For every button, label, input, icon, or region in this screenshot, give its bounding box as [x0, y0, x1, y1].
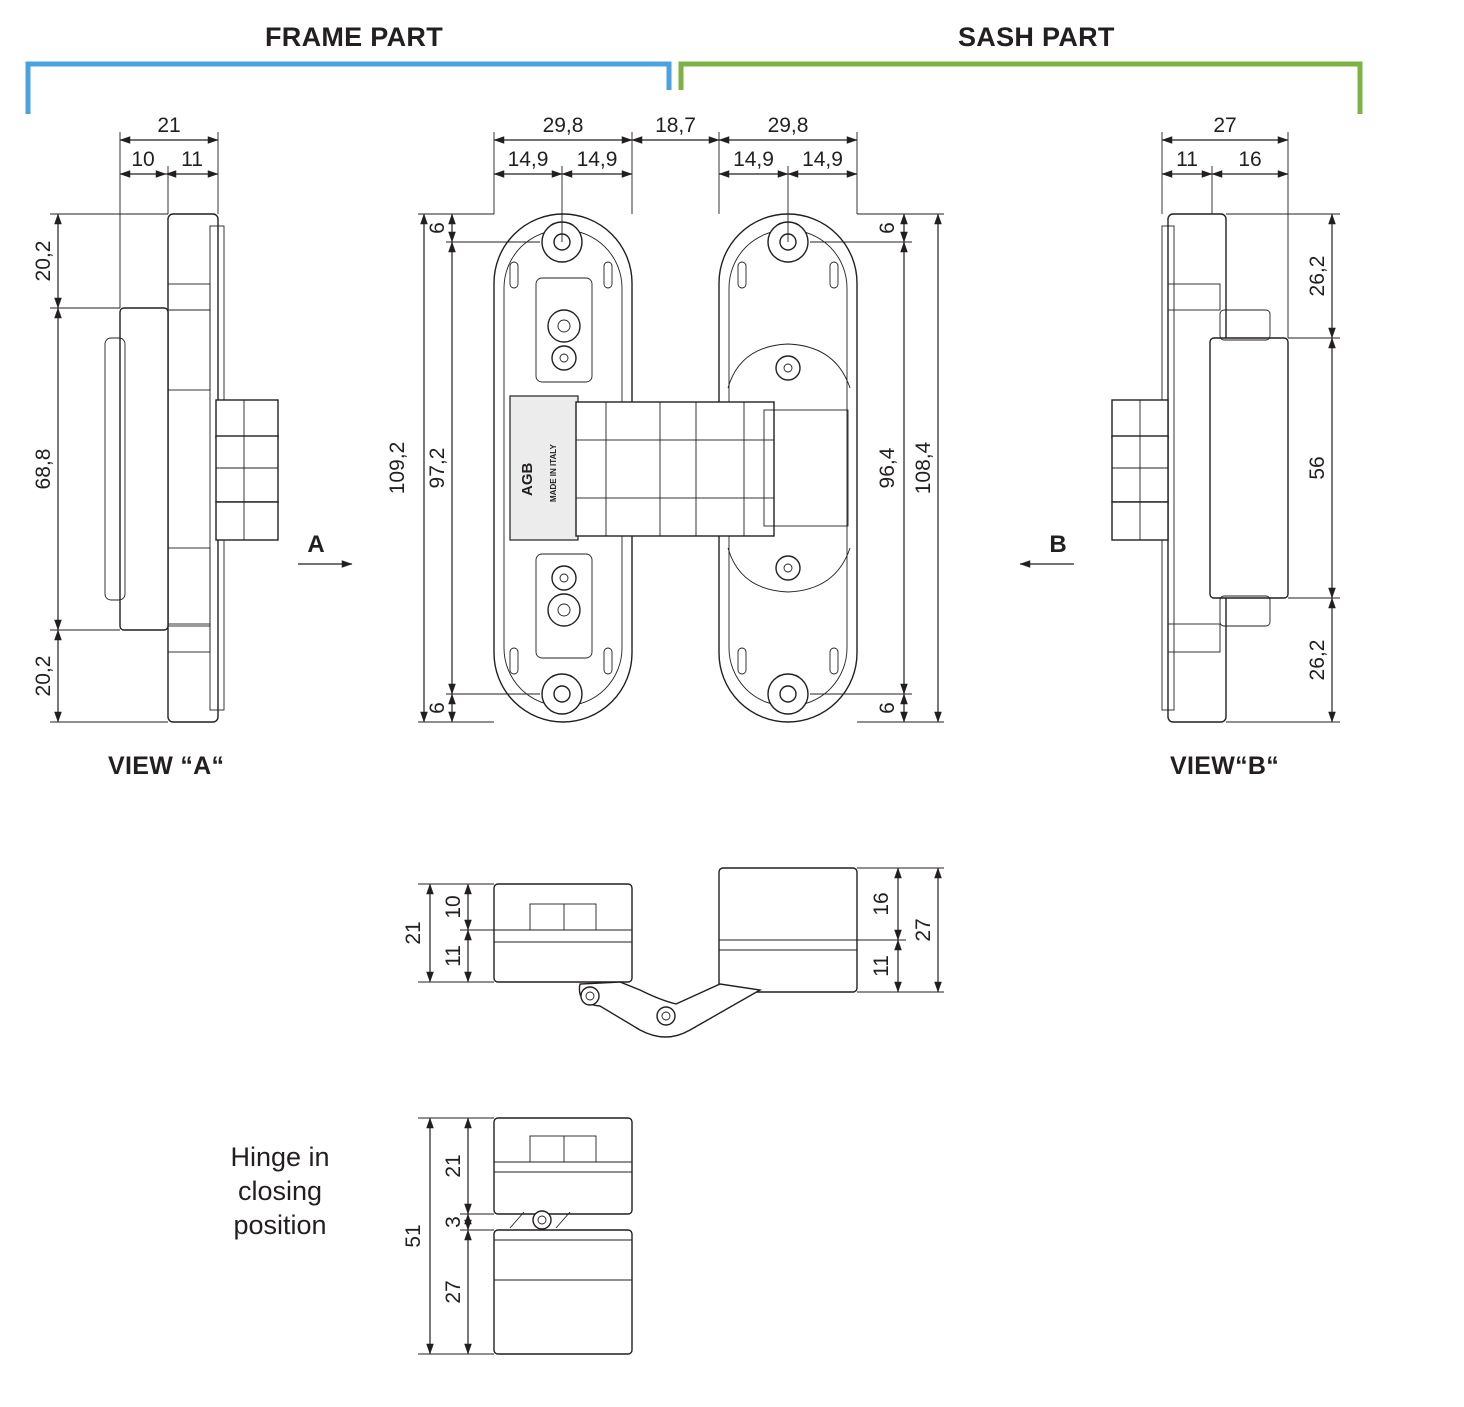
- dimension-label-dims-front-sashTotal: 108,4: [912, 441, 935, 494]
- dimension-label-dims-viewA-left: 10: [131, 148, 154, 171]
- caption-line-1: Hinge in: [230, 1142, 330, 1172]
- dimension-label-dims-closed-frame: 21: [442, 1154, 465, 1177]
- caption-line-2: closing: [237, 1176, 323, 1206]
- dimension-label-dims-viewA-right: 11: [181, 148, 203, 171]
- dimension-label-dims-closed-sash: 27: [442, 1280, 465, 1303]
- dimension-label-dims-viewA-top: 20,2: [32, 241, 55, 282]
- dimension-label-dims-front-gap: 18,7: [655, 114, 696, 137]
- caption-line-3: position: [233, 1210, 327, 1240]
- dimension-label-dims-front-frameBottom: 6: [426, 702, 449, 714]
- dimension-label-dims-open-sashBottom: 11: [870, 955, 893, 977]
- dimension-label-dims-viewB-left: 11: [1176, 148, 1198, 171]
- dimension-label-dims-viewA-bottom: 20,2: [32, 656, 55, 697]
- dimension-label-dims-front-sashBottom: 6: [876, 702, 899, 714]
- dimension-label-dims-front-frameHalf2: 14,9: [577, 148, 618, 171]
- dimension-label-dims-closed-gap: 3: [442, 1216, 465, 1228]
- view-a-label: VIEW “A“: [108, 752, 225, 780]
- dimension-label-dims-open-frameTotal: 21: [402, 921, 425, 944]
- dimension-label-dims-front-sashTop: 6: [876, 222, 899, 234]
- view-a-drawing: [104, 213, 279, 723]
- dimension-label-dims-viewA-mid: 68,8: [32, 449, 55, 490]
- frame-part-bracket: [25, 61, 672, 114]
- dimension-label-dims-front-sashHalf1: 14,9: [733, 148, 774, 171]
- view-b-label: VIEW“B“: [1170, 752, 1280, 780]
- arrow-b-label: B: [1049, 531, 1066, 558]
- dimension-label-dims-front-sashInner: 96,4: [876, 447, 899, 488]
- dimension-label-dims-viewB-top: 26,2: [1306, 256, 1329, 297]
- frame-part-title: FRAME PART: [265, 22, 443, 52]
- hinge-arm: [575, 401, 849, 537]
- view-b-drawing: [1111, 213, 1289, 723]
- dimension-label-dims-viewA-total: 21: [157, 114, 180, 137]
- sash-part-bracket: [678, 61, 1363, 114]
- dimension-label-dims-front-frameInner: 97,2: [426, 448, 449, 489]
- dimension-label-dims-open-sashTotal: 27: [912, 918, 935, 941]
- closing-position-caption: Hinge in closing position: [200, 1140, 360, 1242]
- dimension-label-dims-open-sashTop: 16: [870, 892, 893, 915]
- closed-position-drawing: [493, 1117, 633, 1355]
- sash-part-title: SASH PART: [958, 22, 1115, 52]
- arrow-a-label: A: [307, 531, 324, 558]
- dimension-label-dims-viewB-mid: 56: [1306, 456, 1329, 479]
- dimension-label-dims-front-frameHalf1: 14,9: [508, 148, 549, 171]
- dimension-label-dims-open-frameBottom: 11: [442, 945, 465, 967]
- dimension-label-dims-viewB-total: 27: [1213, 114, 1236, 137]
- dimension-label-dims-front-sashWidth: 29,8: [768, 114, 809, 137]
- dimension-label-dims-front-frameTotal: 109,2: [386, 442, 409, 495]
- agb-logo: AGB: [519, 463, 536, 497]
- dimension-label-dims-viewB-bottom: 26,2: [1306, 640, 1329, 681]
- dimension-label-dims-front-frameWidth: 29,8: [543, 114, 584, 137]
- dimension-label-dims-front-frameTop: 6: [426, 222, 449, 234]
- dimension-label-dims-viewB-right: 16: [1238, 148, 1261, 171]
- made-in-italy-stamp: MADE IN ITALY: [549, 444, 558, 502]
- frame-plate: AGB MADE IN ITALY: [493, 213, 633, 723]
- dimension-label-dims-front-sashHalf2: 14,9: [802, 148, 843, 171]
- dimension-label-dims-closed-total: 51: [402, 1224, 425, 1247]
- dimension-label-dims-open-frameTop: 10: [442, 895, 465, 918]
- open-position-drawing: [493, 867, 858, 1038]
